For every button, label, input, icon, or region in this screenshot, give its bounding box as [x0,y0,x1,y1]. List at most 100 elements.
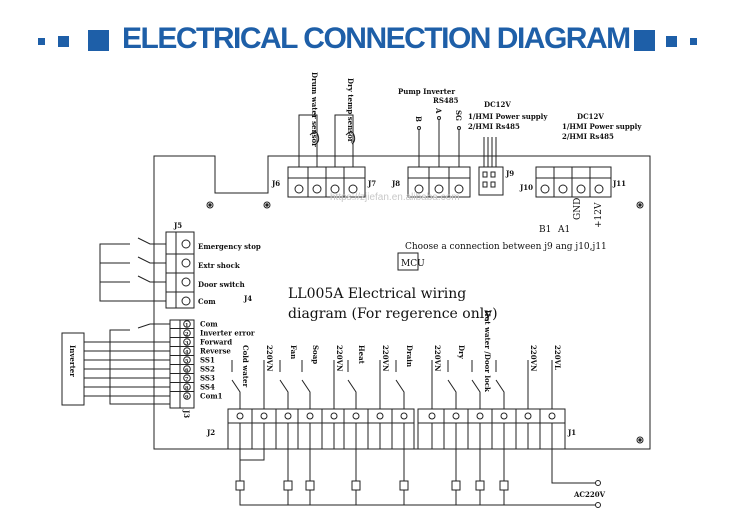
j5-input-com: Com [198,297,216,306]
power-pin-12v: +12V [594,202,604,228]
j2-pin [260,412,268,420]
j2-pin [330,412,338,420]
j2-pin [352,412,360,420]
decor-square-small-right [690,38,697,45]
j3-label: J3 [182,409,191,418]
j2-output-label: Heat [357,345,366,365]
connection-note: Choose a connection between j9 ang j10,j… [405,242,607,252]
pump-inverter-label: Pump Inverter [398,87,455,96]
j3-pin-number: 7 [185,377,189,383]
j1-output-label: Hot water /Door lock [483,310,492,392]
j1-output-label: 220VN [529,345,538,372]
decor-square-mid-left [58,36,69,47]
j3-input-label: SS3 [200,374,215,383]
load-element [305,480,315,491]
load-element [283,480,293,491]
j1-pin [476,412,484,420]
decor-square-large-right [634,30,655,51]
j10-supply-line1: 1/HMI Power supply [562,122,642,131]
j10-j11-connector [535,166,612,198]
j8-label: J8 [391,179,400,188]
dry-temp-sensor-label: Dry temp sensor [346,78,355,143]
pin-a-label: A [434,107,443,114]
j5-connector [165,231,195,309]
diagram-title-line1: LL005A Electrical wiring [288,286,466,302]
mcu-label: MCU [401,259,425,269]
j3-input-label: SS4 [200,383,215,392]
j5-input-door-switch: Door switch [198,280,245,289]
j3-pin [183,365,191,373]
j3-pin [183,329,191,337]
j9-label: J9 [505,169,514,178]
j5-label: J5 [173,221,182,230]
diagram-title-line2: diagram (For regerence only) [288,306,498,322]
j1-pin [524,412,532,420]
decor-square-large-left [88,30,109,51]
j1-pin [452,412,460,420]
load-element [451,480,461,491]
power-pin-a1: A1 [557,225,570,235]
mount-hole [636,436,644,444]
mcu-chip [397,252,419,271]
j9-connector [478,166,504,196]
j1-label: J1 [567,428,576,437]
pin-b-label: B [414,116,423,122]
pin-sg-label: SG [454,110,463,121]
j2-connector [227,408,415,450]
drum-water-sensor-label: Drum water sensor [310,72,319,147]
j1-output-label: 220VL [553,345,562,370]
load-element [499,480,509,491]
decor-square-mid-right [666,36,677,47]
j7-label: J7 [367,179,376,188]
mount-hole [263,201,271,209]
j2-pin [306,412,314,420]
j10-voltage-label: DC12V [577,112,604,121]
j3-pin [183,320,191,328]
j3-pin-number: 3 [185,341,189,347]
power-pin-gnd: GND [573,198,583,220]
load-element [475,480,485,491]
load-element [351,480,361,491]
j2-output-label: Cold water [241,345,250,387]
j3-input-label: Com1 [200,392,223,401]
j3-input-label: Reverse [200,347,231,356]
j2-pin [284,412,292,420]
j4-label: J4 [243,294,252,303]
j3-pin-number: 1 [185,323,188,329]
j10-supply-line2: 2/HMI Rs485 [562,132,614,141]
mount-hole [636,201,644,209]
j2-output-label: 220VN [265,345,274,372]
rs485-label: RS485 [433,96,459,105]
j9-supply-line1: 1/HMI Power supply [468,112,548,121]
j11-label: J11 [612,179,626,188]
j3-input-label: Com [200,320,218,329]
watermark-text: https://zjiefan.en.alibaba.com [330,192,460,203]
j3-pin [183,347,191,355]
j2-output-label: Drain [405,345,414,367]
j5-input-extr-shock: Extr shock [198,261,240,270]
j3-pin [183,383,191,391]
j2-output-label: Fan [289,345,298,359]
j3-input-label: Inverter error [200,329,255,338]
mount-hole [206,201,214,209]
inverter-label: Inverter [68,345,77,377]
j3-input-label: SS2 [200,365,215,374]
j1-output-label: Dry [457,345,466,360]
j10-label: J10 [519,183,533,192]
j3-input-label: Forward [200,338,232,347]
j2-label: J2 [206,428,215,437]
j2-output-label: 220VN [381,345,390,372]
j3-pin-number: 8 [185,386,189,392]
j1-pin [548,412,556,420]
j3-input-label: SS1 [200,356,215,365]
j9-voltage-label: DC12V [484,100,511,109]
j1-pin [428,412,436,420]
j9-supply-line2: 2/HMI Rs485 [468,122,520,131]
j3-pin [183,356,191,364]
j3-pin-number: 4 [185,350,189,356]
j2-pin [376,412,384,420]
load-element [399,480,409,491]
j1-output-label: 220VN [433,345,442,372]
decor-square-small-left [38,38,45,45]
